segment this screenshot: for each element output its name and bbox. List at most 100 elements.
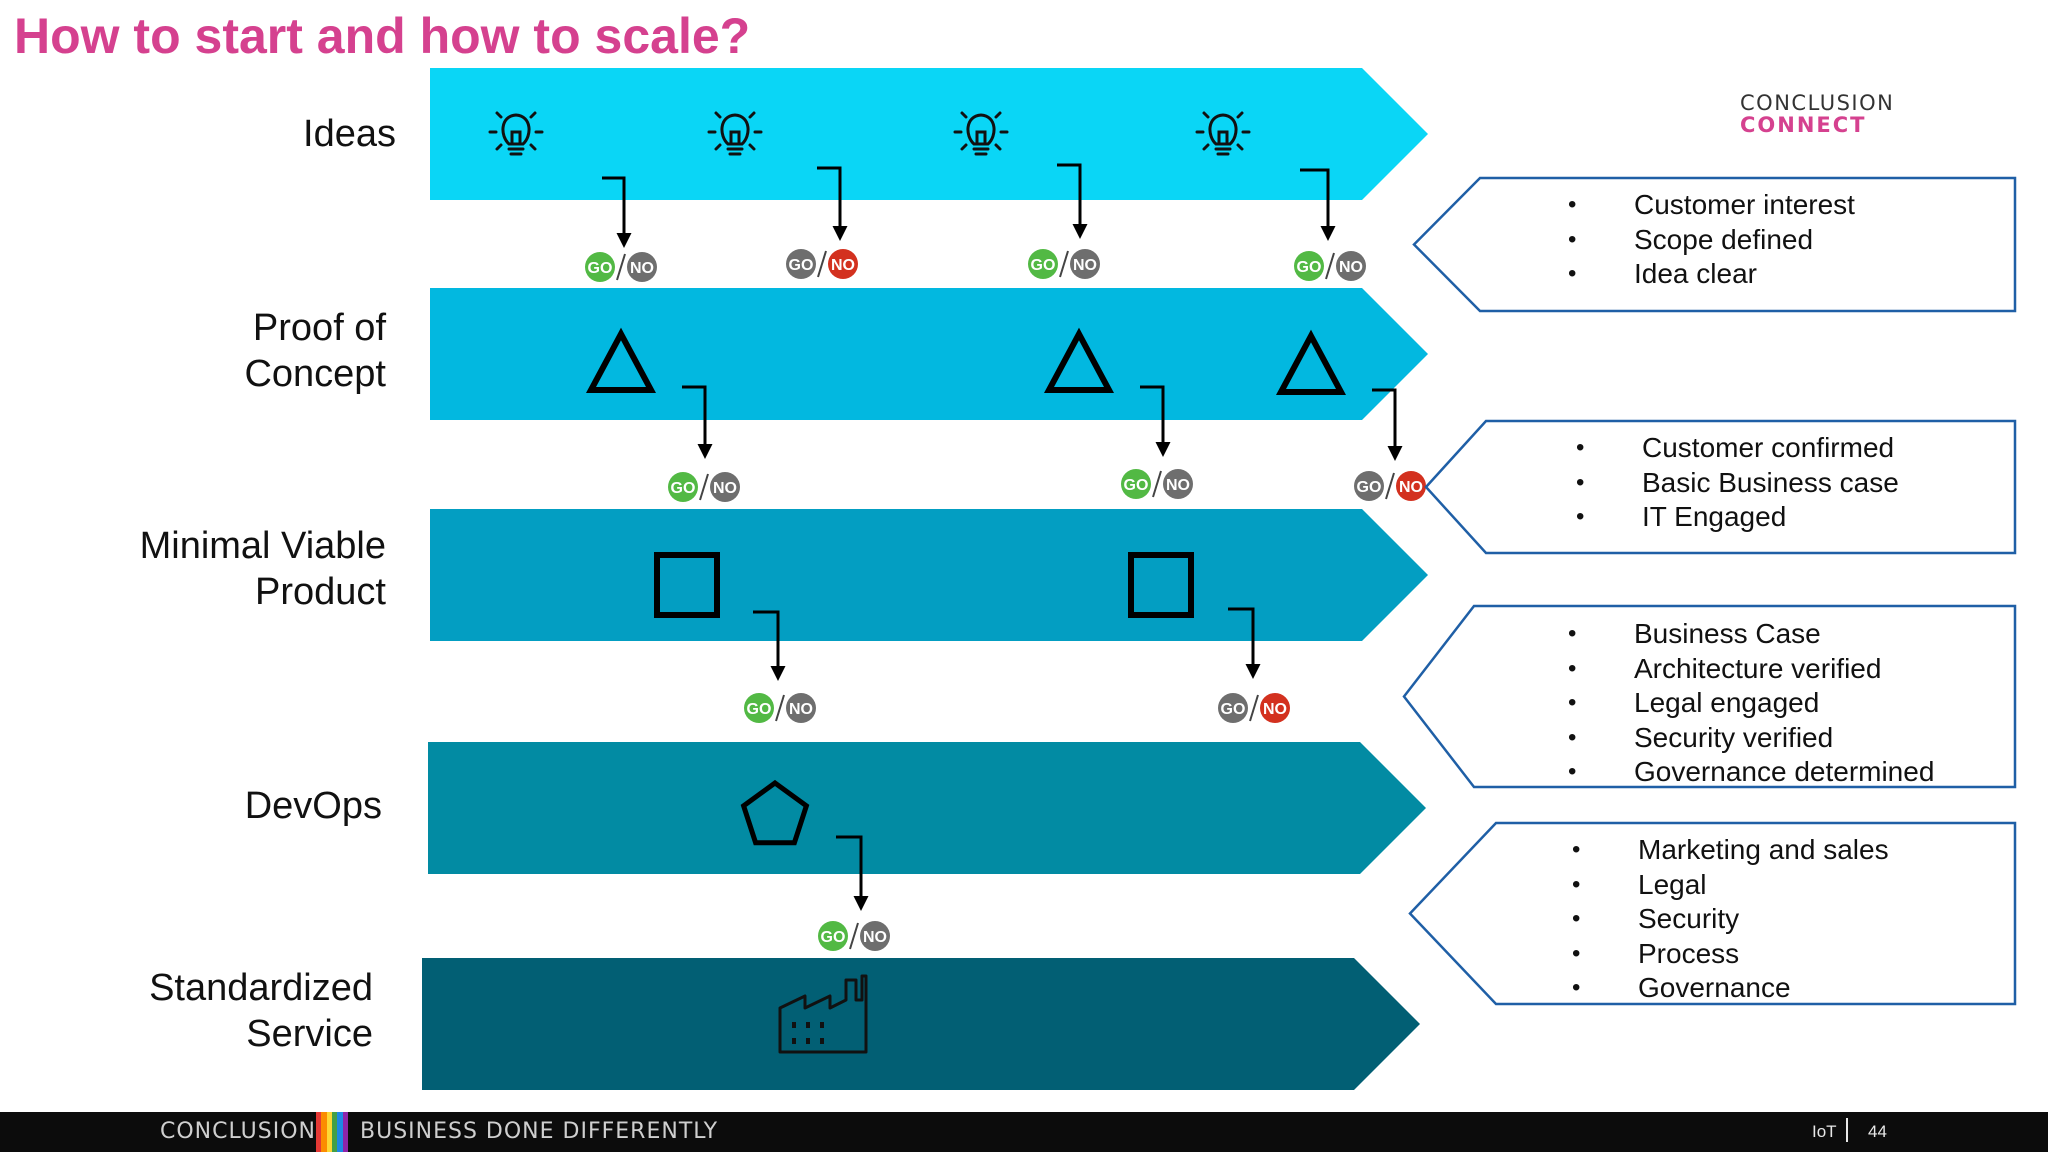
gate-arrow <box>1372 388 1403 461</box>
go-badge-label: GO <box>789 257 814 274</box>
stripe <box>316 1112 322 1152</box>
footer-tagline: BUSINESS DONE DIFFERENTLY <box>360 1119 719 1144</box>
lightbulb-icon <box>707 111 763 156</box>
go-badge <box>818 921 848 951</box>
gate-slash <box>1385 472 1395 500</box>
triangle-icon <box>1275 329 1347 395</box>
triangle-icon <box>1043 327 1115 393</box>
no-badge <box>1163 469 1193 499</box>
criteria-item: Legal engaged <box>1568 686 1934 721</box>
gate-arrow <box>602 176 632 248</box>
go-badge-label: GO <box>1297 259 1322 276</box>
go-badge <box>1294 251 1324 281</box>
stage-label-line: DevOps <box>244 785 382 827</box>
gate-arrow <box>817 166 848 241</box>
brand-line-1: CONCLUSION <box>1740 91 1895 115</box>
criteria-item: Architecture verified <box>1568 652 1934 687</box>
no-badge-label: NO <box>1339 259 1363 276</box>
go-badge-label: GO <box>1031 257 1056 274</box>
stage-label-line: Standardized <box>149 967 373 1009</box>
criteria-item: Governance <box>1572 971 1889 1006</box>
go-badge-label: GO <box>821 929 846 946</box>
criteria-item: Marketing and sales <box>1572 833 1889 868</box>
stage-band <box>430 288 1428 420</box>
gate-arrow <box>1057 163 1088 239</box>
triangle-icon <box>585 327 657 393</box>
stage-band <box>428 742 1426 874</box>
go-badge <box>1354 471 1384 501</box>
gate-slash <box>699 473 709 501</box>
gate-slash <box>849 922 859 950</box>
criteria-item: Idea clear <box>1568 257 1855 292</box>
stage-label-line: Service <box>246 1012 373 1055</box>
no-badge <box>860 921 890 951</box>
criteria-item: Security <box>1572 902 1889 937</box>
criteria-item: Governance determined <box>1568 755 1934 790</box>
stage-label-line: Proof of <box>252 307 386 349</box>
criteria-item: Security verified <box>1568 721 1934 756</box>
go-badge-label: GO <box>747 701 772 718</box>
pentagon-icon <box>740 779 810 846</box>
no-badge <box>1260 693 1290 723</box>
criteria-list: Marketing and salesLegalSecurityProcessG… <box>1572 833 1889 1006</box>
stage-band <box>422 958 1420 1090</box>
no-badge-label: NO <box>1166 477 1190 494</box>
no-badge <box>627 252 657 282</box>
criteria-item: IT Engaged <box>1576 500 1899 535</box>
stage-band <box>430 68 1428 200</box>
gate-arrow <box>836 835 869 911</box>
no-badge <box>828 249 858 279</box>
footer-bar: CONCLUSION BUSINESS DONE DIFFERENTLY IoT… <box>0 1112 2048 1152</box>
gate-arrow <box>1228 607 1261 679</box>
footer-section: IoT <box>1812 1122 1837 1141</box>
stripe <box>331 1112 338 1152</box>
lightbulb-icon <box>953 111 1009 156</box>
criteria-item: Process <box>1572 937 1889 972</box>
gate-slash <box>775 694 785 722</box>
no-badge <box>1070 249 1100 279</box>
brand-logo: CONCLUSION CONNECT <box>1740 92 1894 136</box>
no-badge <box>786 693 816 723</box>
gate-slash <box>616 253 626 281</box>
lightbulb-icon <box>488 111 544 156</box>
no-badge-label: NO <box>1073 257 1097 274</box>
gate-slash <box>1249 694 1259 722</box>
criteria-item: Business Case <box>1568 617 1934 652</box>
go-badge <box>786 249 816 279</box>
gate-slash <box>1152 470 1162 498</box>
footer-divider <box>1846 1118 1848 1142</box>
criteria-item: Customer interest <box>1568 188 1855 223</box>
criteria-list: Customer interestScope definedIdea clear <box>1568 188 1855 292</box>
criteria-item: Legal <box>1572 868 1889 903</box>
criteria-item: Basic Business case <box>1576 466 1899 501</box>
footer-company: CONCLUSION <box>160 1119 316 1144</box>
gate-arrow <box>753 610 786 681</box>
go-badge <box>744 693 774 723</box>
stage-label-line: Concept <box>244 352 386 395</box>
no-badge-label: NO <box>713 480 737 497</box>
go-badge <box>1028 249 1058 279</box>
square-icon <box>654 552 720 618</box>
stripe <box>337 1112 343 1152</box>
criteria-list: Business CaseArchitecture verifiedLegal … <box>1568 617 1934 790</box>
gate-slash <box>1059 250 1069 278</box>
gate-slash <box>817 250 827 278</box>
factory-icon <box>778 974 868 1054</box>
no-badge-label: NO <box>630 260 654 277</box>
stage-label-line: Minimal Viable <box>139 525 386 567</box>
gate-arrow <box>1140 385 1171 457</box>
stripe <box>342 1112 348 1152</box>
lightbulb-icon <box>1195 111 1251 156</box>
stage-label-line: Product <box>255 570 386 613</box>
stripe <box>326 1112 332 1152</box>
go-badge-label: GO <box>1357 479 1382 496</box>
gate-arrow <box>682 385 713 459</box>
no-badge <box>710 472 740 502</box>
square-icon <box>1128 552 1194 618</box>
footer-color-stripes <box>316 1112 348 1152</box>
footer-page-number: 44 <box>1868 1122 1887 1141</box>
